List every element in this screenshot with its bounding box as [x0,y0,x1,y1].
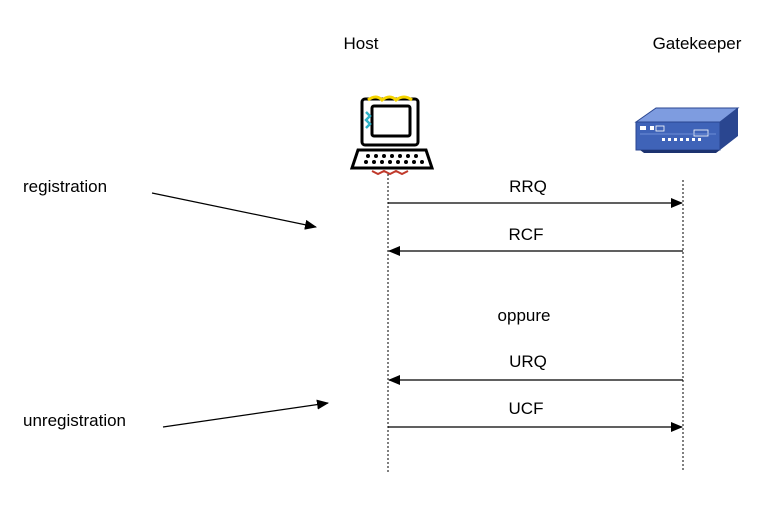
host-label: Host [344,34,379,53]
message-label-urq: URQ [509,352,547,371]
message-label-ucf: UCF [509,399,544,418]
unregistration-pointer-arrow [162,399,329,428]
message-label-rrq: RRQ [509,177,547,196]
network-device-icon [634,107,740,153]
computer-icon [349,95,435,176]
unregistration-annotation: unregistration [23,411,126,430]
message-label-rcf: RCF [509,225,544,244]
registration-annotation: registration [23,177,107,196]
note-text: oppure [498,306,551,325]
gatekeeper-label: Gatekeeper [653,34,742,53]
registration-pointer-arrow [151,192,317,230]
